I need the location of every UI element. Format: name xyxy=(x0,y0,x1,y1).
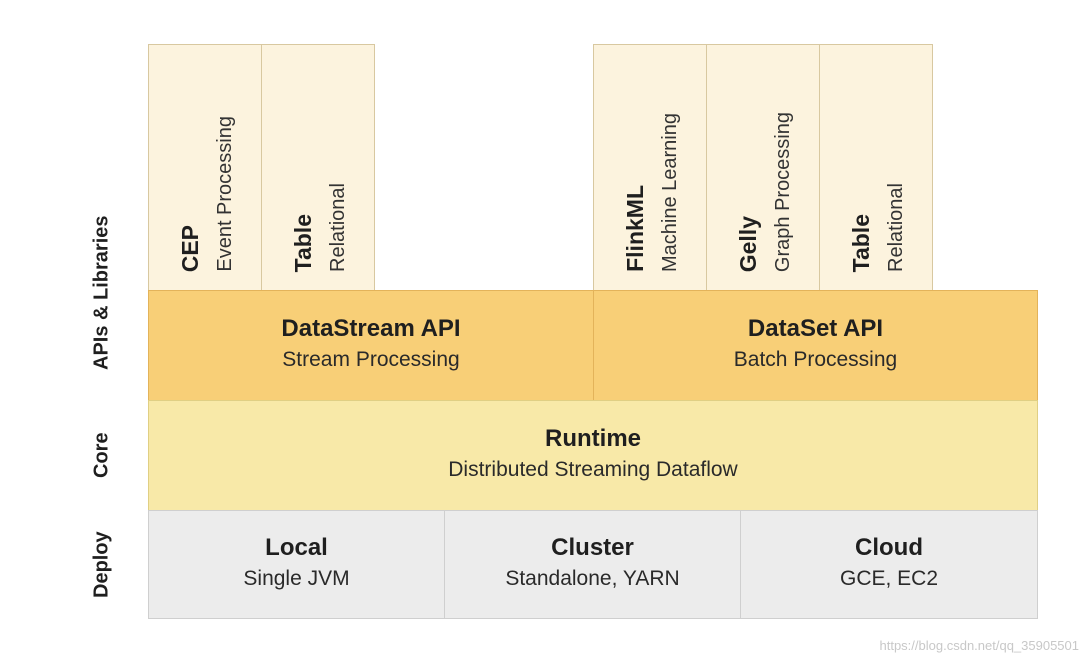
library-box-flinkml: FlinkML Machine Learning xyxy=(593,44,707,291)
library-subtitle: Relational xyxy=(885,183,907,272)
library-title: Gelly xyxy=(735,215,761,272)
deploy-title: Cluster xyxy=(551,534,634,562)
deploy-box-local: Local Single JVM xyxy=(148,510,445,619)
api-subtitle: Stream Processing xyxy=(282,348,460,372)
library-title: Table xyxy=(290,213,316,272)
deploy-title: Local xyxy=(265,534,328,562)
library-title: CEP xyxy=(177,224,203,272)
deploy-box-cluster: Cluster Standalone, YARN xyxy=(444,510,741,619)
library-title: Table xyxy=(848,213,874,272)
library-box-table-batch: Table Relational xyxy=(819,44,933,291)
library-box-gelly: Gelly Graph Processing xyxy=(706,44,820,291)
api-box-dataset: DataSet API Batch Processing xyxy=(593,290,1038,401)
core-box-runtime: Runtime Distributed Streaming Dataflow xyxy=(148,400,1038,511)
side-label-core: Core xyxy=(90,432,113,478)
api-box-datastream: DataStream API Stream Processing xyxy=(148,290,594,401)
api-title: DataStream API xyxy=(281,315,461,343)
library-subtitle: Event Processing xyxy=(214,116,236,272)
library-subtitle: Relational xyxy=(327,183,349,272)
side-label-apis-libraries: APIs & Libraries xyxy=(90,215,113,371)
deploy-title: Cloud xyxy=(855,534,923,562)
core-subtitle: Distributed Streaming Dataflow xyxy=(448,458,738,482)
watermark: https://blog.csdn.net/qq_35905501 xyxy=(879,638,1080,653)
deploy-box-cloud: Cloud GCE, EC2 xyxy=(740,510,1038,619)
library-box-table-stream: Table Relational xyxy=(261,44,375,291)
deploy-subtitle: Single JVM xyxy=(243,567,350,591)
library-box-cep: CEP Event Processing xyxy=(148,44,262,291)
library-title: FlinkML xyxy=(622,185,648,272)
side-label-deploy: Deploy xyxy=(90,531,113,599)
api-subtitle: Batch Processing xyxy=(733,348,898,372)
deploy-subtitle: Standalone, YARN xyxy=(505,567,680,591)
api-title: DataSet API xyxy=(747,315,884,343)
deploy-subtitle: GCE, EC2 xyxy=(839,567,939,591)
library-subtitle: Machine Learning xyxy=(659,113,681,272)
core-title: Runtime xyxy=(545,425,641,453)
library-subtitle: Graph Processing xyxy=(772,111,794,272)
